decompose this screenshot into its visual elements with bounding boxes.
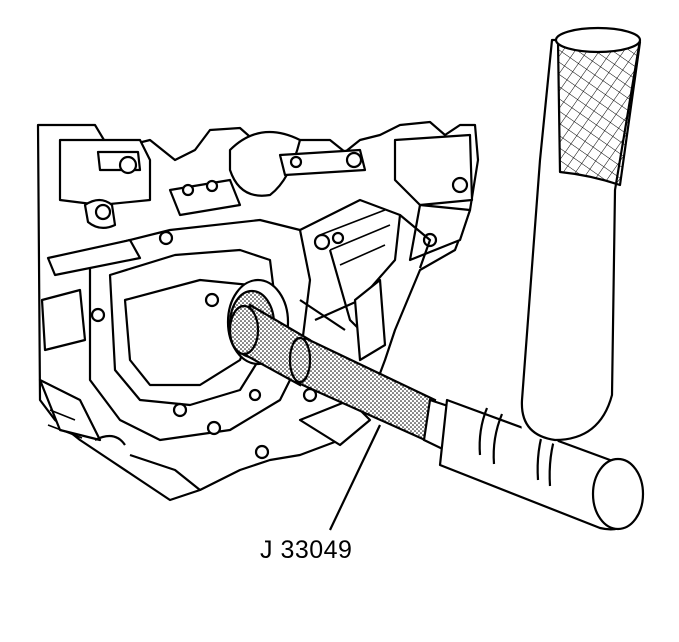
engine-block	[36, 120, 480, 502]
hammer	[438, 26, 645, 531]
tool-callout-label: J 33049	[260, 536, 353, 564]
callout-leader	[329, 424, 381, 531]
installer-tool	[228, 303, 462, 457]
